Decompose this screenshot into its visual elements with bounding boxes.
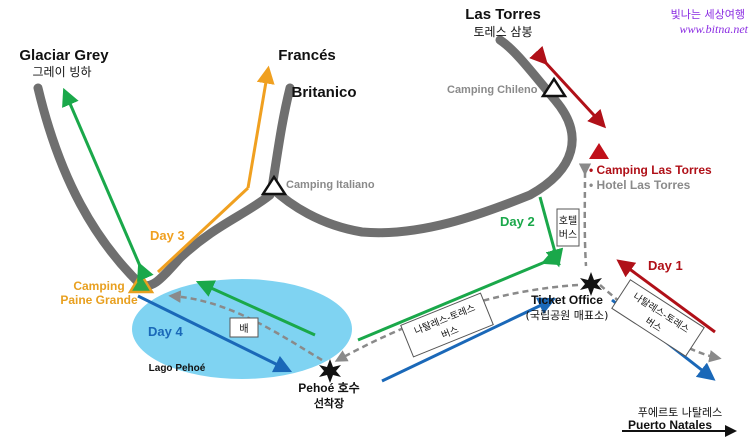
ticket-office-ko-label: (국립공원 매표소): [526, 309, 609, 322]
day1-route-torres: [529, 45, 607, 129]
trail-path: [33, 35, 577, 291]
day4-route-bus: [381, 297, 557, 383]
hotel-bus-label-2: 버스: [559, 229, 577, 241]
puerto-natales-label: Puerto Natales: [628, 418, 712, 432]
ticket-office-icon: [580, 272, 602, 296]
camping-las-torres-label: • Camping Las Torres: [589, 163, 712, 177]
camping-italiano-label: Camping Italiano: [286, 179, 375, 191]
day3-route-b: [246, 65, 275, 189]
hotel-bus-box: [556, 208, 580, 247]
day2-route-bus: [357, 248, 561, 342]
watermark-line2: www.bitna.net: [680, 22, 749, 36]
glaciar-grey-label: Glaciar Grey: [19, 47, 109, 64]
bus-box-right: [611, 279, 705, 357]
watermark-line1: 빛나는 세상여행: [671, 8, 745, 21]
camping-paine-grande-icon: [127, 271, 155, 294]
hotel-bus-label-1: 호텔: [559, 215, 577, 227]
las-torres-label: Las Torres: [465, 6, 541, 23]
pehoe-dock-label-1: Pehoé 호수: [298, 381, 359, 395]
day3-route-a: [156, 186, 250, 274]
camping-chileno-label: Camping Chileno: [447, 84, 538, 96]
day2-route-grey: [62, 87, 154, 282]
day4-label: Day 4: [148, 324, 183, 339]
day4-route-lake: [137, 294, 293, 373]
hotel-las-torres-label: • Hotel Las Torres: [589, 178, 691, 192]
day3-label: Day 3: [150, 228, 185, 243]
day2-route-lake: [195, 280, 316, 337]
lago-pehoe-label: Lago Pehoé: [149, 363, 206, 374]
boat-label: 배: [239, 323, 248, 335]
camping-italiano-icon: [260, 174, 288, 196]
bus-box-left: [400, 292, 494, 358]
day2-label: Day 2: [500, 214, 535, 229]
britanico-label: Britanico: [291, 84, 356, 101]
day1-label: Day 1: [648, 258, 683, 273]
day2-route-descent: [538, 196, 564, 268]
boat-box: [229, 317, 259, 338]
camping-paine-grande-label-2: Paine Grande: [60, 293, 138, 307]
las-torres-ko-label: 토레스 삼봉: [473, 25, 532, 39]
pehoe-dock-icon: [319, 359, 341, 383]
camping-las-torres-icon: [589, 143, 609, 159]
day1-route-bus: [616, 259, 716, 334]
ticket-office-label: Ticket Office: [531, 293, 603, 307]
glaciar-grey-ko-label: 그레이 빙하: [32, 65, 91, 79]
camping-paine-grande-label-1: Camping: [73, 279, 124, 293]
frances-label: Francés: [278, 47, 336, 64]
puerto-natales-ko-label: 푸에르토 나탈레스: [638, 406, 722, 419]
pehoe-dock-label-2: 선착장: [314, 396, 344, 410]
